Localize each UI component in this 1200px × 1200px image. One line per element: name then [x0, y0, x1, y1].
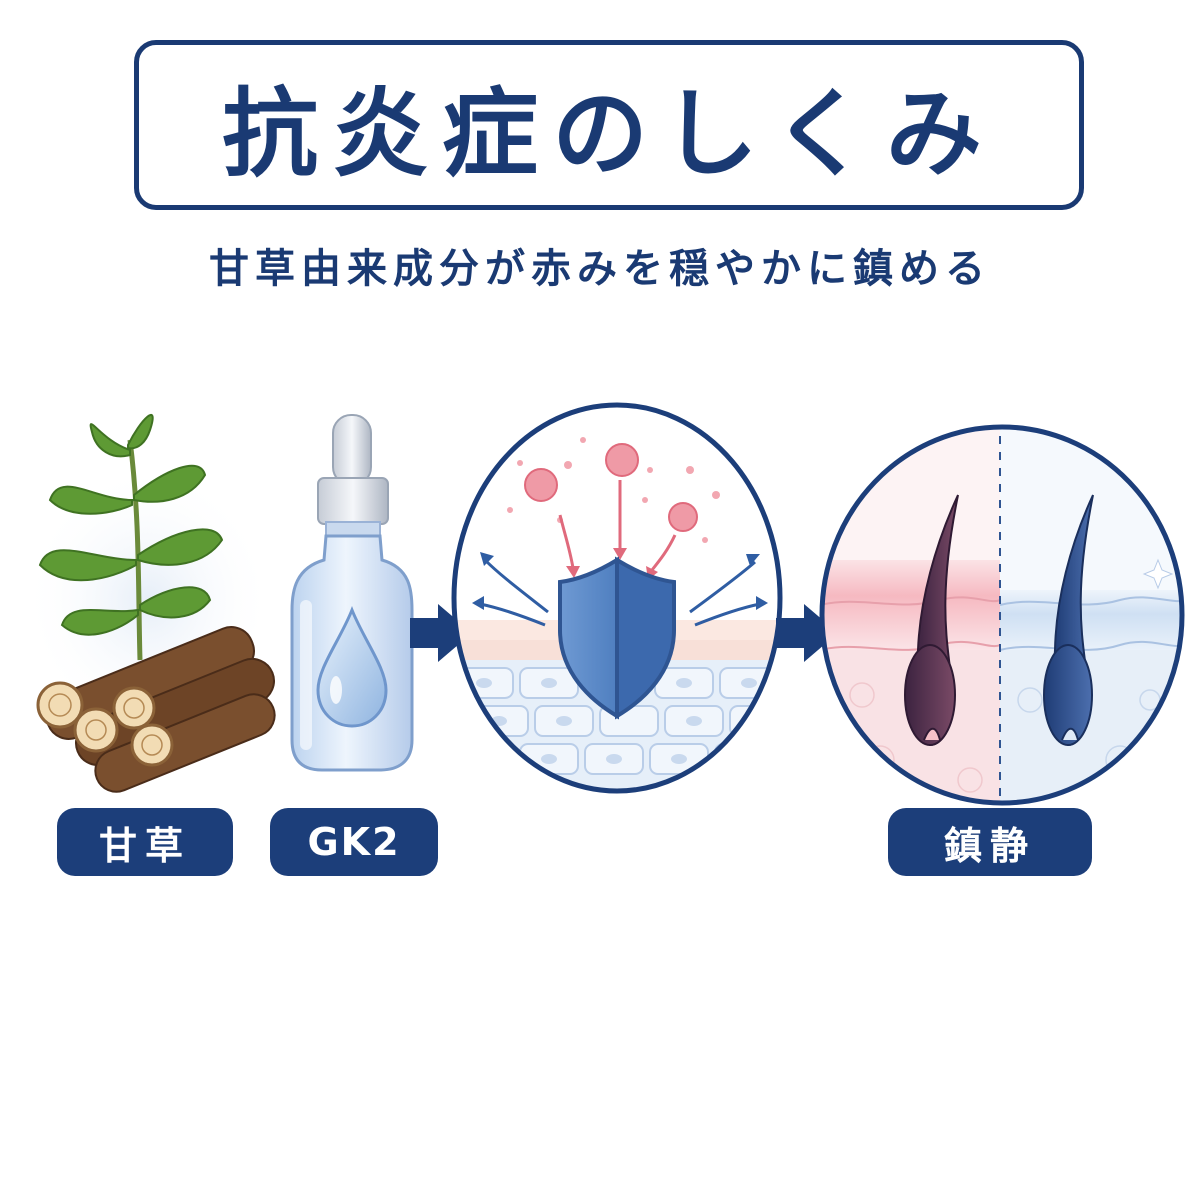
- label-gk2: GK2: [270, 808, 438, 876]
- label-kanzo: 甘草: [57, 808, 233, 876]
- label-chinsei: 鎮静: [888, 808, 1092, 876]
- serum-bottle-icon: [290, 414, 414, 772]
- arrow-right-icon: [410, 604, 472, 662]
- page-title: 抗炎症のしくみ: [222, 77, 996, 190]
- arrow-right-icon: [776, 604, 838, 662]
- skin-shield-icon: [451, 402, 783, 794]
- page-subtitle: 甘草由来成分が赤みを穏やかに鎮める: [209, 246, 991, 292]
- licorice-plant-icon: [23, 414, 276, 793]
- title-box: 抗炎症のしくみ: [134, 40, 1084, 210]
- calm-skin-icon: [819, 424, 1185, 806]
